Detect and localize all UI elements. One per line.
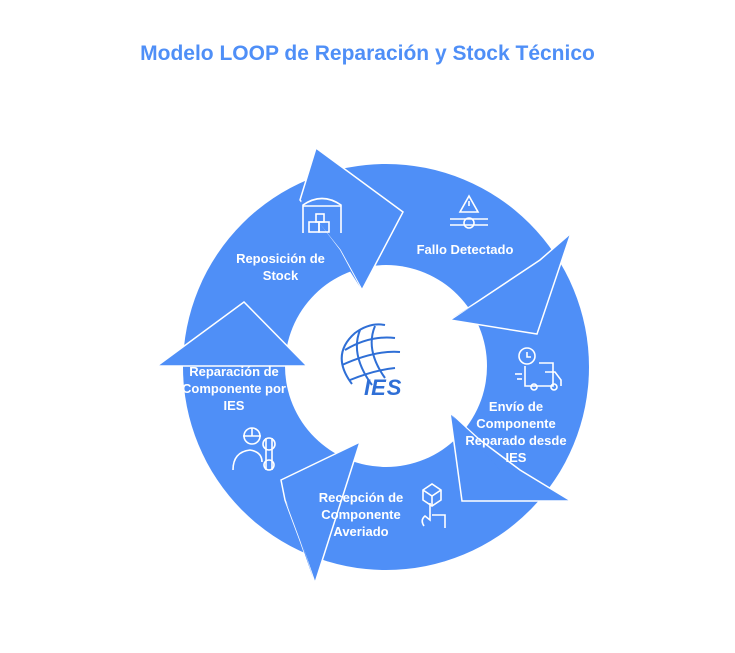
- step-label-fallo-detectado: Fallo Detectado: [416, 242, 514, 257]
- step-label-envio-componente: Envío de Componente Reparado desde IES: [465, 399, 567, 465]
- center-circle: [285, 265, 487, 467]
- warning-pipe-icon: [450, 194, 488, 229]
- arrow-head-2: [447, 230, 573, 335]
- delivery-truck-icon: [515, 347, 562, 391]
- step-label-reposicion-stock: Reposición de Stock: [236, 251, 325, 283]
- ies-logo-text: IES: [364, 375, 403, 400]
- step-label-recepcion-componente: Recepción de Componente Averiado: [318, 490, 404, 539]
- step-label-reparacion-componente: Reparación de Componente por IES: [182, 364, 286, 413]
- ies-logo-icon: [340, 323, 401, 386]
- warehouse-icon: [302, 197, 342, 233]
- arrow-head-1: [299, 146, 404, 292]
- diagram-title: Modelo LOOP de Reparación y Stock Técnic…: [140, 42, 595, 65]
- arrow-head-5: [154, 301, 309, 367]
- box-hand-icon: [421, 483, 446, 528]
- technician-wrench-icon: [232, 427, 276, 471]
- arrow-head-3: [448, 411, 574, 502]
